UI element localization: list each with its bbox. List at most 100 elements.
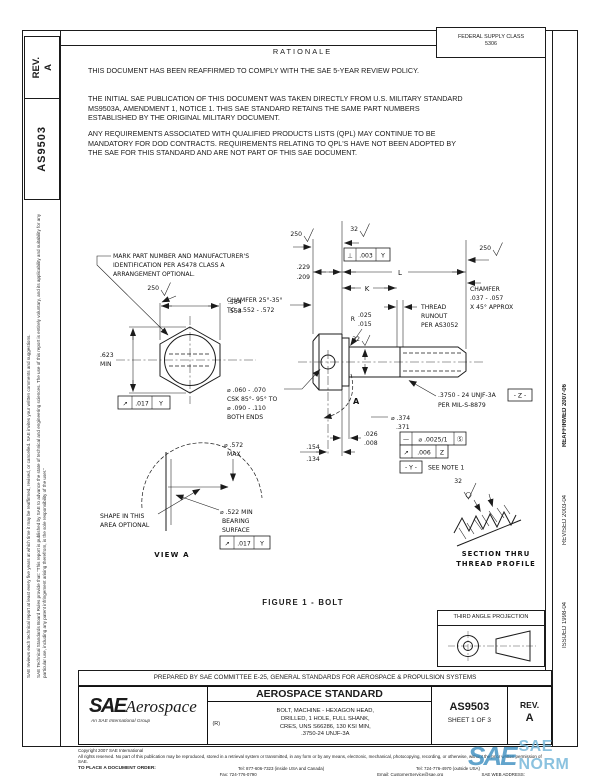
mark-note-line2: IDENTIFICATION PER AS478 CLASS A xyxy=(113,262,225,269)
date-reaffirmed: REAFFIRMED 2007-06 xyxy=(552,368,578,464)
sae-norm-watermark: SAE SAE NORM xyxy=(468,738,600,774)
aerospace-logo: Aerospace xyxy=(125,697,197,716)
sae-logo: SAE xyxy=(89,695,127,717)
sae-logo-cell: SAEAerospace An SAE International Group xyxy=(79,687,209,744)
datum-y-flag: - Y - xyxy=(405,465,417,472)
projection-label: THIRD ANGLE PROJECTION xyxy=(438,611,544,626)
dim-head-hi: .229 xyxy=(296,264,310,271)
bearing-line1: ⌀ .522 MIN xyxy=(220,509,253,516)
front-view: .564 .553 .623 MIN 250 ↗ .017 Y MARK PAR… xyxy=(96,253,256,410)
dim-hole-hi: .154 xyxy=(306,444,320,451)
third-angle-symbol-icon xyxy=(448,630,536,662)
chamfer-end-line1: CHAMFER xyxy=(470,286,501,293)
shape-note-line2: AREA OPTIONAL xyxy=(100,522,150,529)
shape-note-line1: SHAPE IN THIS xyxy=(100,513,144,520)
dia-head-max-mod: MAX xyxy=(227,451,241,458)
radius-lo: .015 xyxy=(358,321,372,328)
finish-250-front: 250 xyxy=(147,285,159,292)
doc-number-cell: AS9503 SHEET 1 OF 3 xyxy=(432,687,509,744)
part-title-line3: CRES, UNS S66286, 130 KSI MIN, xyxy=(279,723,371,730)
web-line: SAE WEB ADDRESS: http://www.sae.org xyxy=(481,772,525,776)
part-title-line4: .3750-24 UNJF-3A xyxy=(301,731,350,738)
see-note-1: SEE NOTE 1 xyxy=(428,465,464,472)
dia-shank-hi: ⌀ .374 xyxy=(391,415,410,422)
revised-text: REVISED 2003-04 xyxy=(562,494,568,546)
dim-washer-hi: .026 xyxy=(364,431,378,438)
rev-value: A xyxy=(42,64,54,71)
dia-head-max: ⌀ .572 xyxy=(224,442,243,449)
fcf-017-value-2: .017 xyxy=(237,541,251,548)
chamfer-head-line1: CHAMFER 25°-35° xyxy=(227,296,283,304)
fax-line: Fax: 724-776-0790 xyxy=(219,772,257,776)
thread-runout-line3: PER AS3052 xyxy=(421,322,458,329)
bottom-fine-print: Copyright 2007 SAE International All rig… xyxy=(78,748,553,776)
copyright-line: Copyright 2007 SAE International xyxy=(78,748,144,753)
runout-symbol-icon-3: ↗ xyxy=(224,541,229,548)
footer-rev-label: REV. xyxy=(520,700,540,710)
datum-z-flag: - Z - xyxy=(514,393,526,400)
rationale-top-border xyxy=(60,45,545,46)
email-line: Email: CustomerService@sae.org xyxy=(377,772,444,776)
watermark-norm-text: SAE NORM xyxy=(518,738,570,773)
rationale-para-1: THIS DOCUMENT HAS BEEN REAFFIRMED TO COM… xyxy=(88,66,419,75)
footer-sheet: SHEET 1 OF 3 xyxy=(447,717,491,724)
rights-line: All rights reserved. No part of this pub… xyxy=(78,753,542,765)
csk-line3: ⌀ .090 - .110 xyxy=(227,405,266,412)
date-revised: REVISED 2003-04 xyxy=(552,476,578,564)
finish-250-head: 250 xyxy=(290,231,302,238)
chamfer-end-line3: X 45° APPROX xyxy=(470,303,513,311)
perpendicularity-symbol-icon: ⊥ xyxy=(347,253,352,260)
runout-symbol-icon-2: ↗ xyxy=(403,450,408,457)
order-label: TO PLACE A DOCUMENT ORDER: xyxy=(78,765,156,771)
thread-spec-line2: PER MIL-S-8879 xyxy=(438,402,486,409)
view-a-detail: ⌀ .572 MAX ⌀ .522 MIN BEARING SURFACE ↗ … xyxy=(100,442,271,559)
chamfer-end-line2: .037 - .057 xyxy=(470,295,503,302)
material-condition-s-icon: Ⓢ xyxy=(457,436,463,444)
dim-across-flats-max: .564 xyxy=(228,299,242,306)
standard-title-cell: AEROSPACE STANDARD (R) BOLT, MACHINE - H… xyxy=(208,687,432,744)
fcf-straightness-value: ⌀ .0025/1 xyxy=(419,437,448,444)
bolt-drawing: .564 .553 .623 MIN 250 ↗ .017 Y MARK PAR… xyxy=(96,221,536,568)
projection-box: THIRD ANGLE PROJECTION xyxy=(437,610,545,667)
rev-box: REV. A xyxy=(24,36,60,99)
straightness-symbol-icon: — xyxy=(403,437,409,444)
dia-shank-lo: .371 xyxy=(396,424,410,431)
section-caption-line1: SECTION THRU xyxy=(462,550,531,558)
figure-caption: FIGURE 1 - BOLT xyxy=(262,598,344,607)
thread-runout-line1: THREAD xyxy=(420,304,447,311)
csk-line4: BOTH ENDS xyxy=(227,414,263,421)
issued-text: ISSUED 1998-04 xyxy=(562,601,568,649)
rationale-para-2: THE INITIAL SAE PUBLICATION OF THIS DOCU… xyxy=(88,94,463,123)
prepared-by-bar: PREPARED BY SAE COMMITTEE E-25, GENERAL … xyxy=(78,670,552,686)
standard-type: AEROSPACE STANDARD xyxy=(208,687,431,702)
sae-tagline: An SAE International Group xyxy=(91,719,151,724)
finish-32-shank: 32 xyxy=(352,336,360,343)
bearing-line3: SURFACE xyxy=(222,527,250,534)
csk-line1: ⌀ .060 - .070 xyxy=(227,387,266,394)
registered-mark: (R) xyxy=(212,720,221,727)
runout-symbol-icon: ↗ xyxy=(122,401,127,408)
rationale-para-3: ANY REQUIREMENTS ASSOCIATED WITH QUALIFI… xyxy=(88,129,456,158)
rev-label: REV. xyxy=(30,56,42,79)
fcf-datum-y: Y xyxy=(158,401,163,408)
fsc-value: 5306 xyxy=(485,41,497,47)
doc-number-box: AS9503 xyxy=(24,98,60,200)
dim-across-flats-min: .553 xyxy=(228,308,242,315)
part-title-line2: DRILLED, 1 HOLE, FULL SHANK, xyxy=(280,715,370,722)
outer-border xyxy=(22,30,578,747)
thread-spec-line1: .3750 - 24 UNJF-3A xyxy=(438,392,497,399)
fcf-datum-y2: Y xyxy=(380,253,385,260)
main-right-border xyxy=(545,30,546,747)
section-caption-line2: THREAD PROFILE xyxy=(456,560,536,568)
view-a-caption: VIEW A xyxy=(154,551,190,559)
mark-note-line1: MARK PART NUMBER AND MANUFACTURER'S xyxy=(113,253,249,260)
rev-cell: REV. A xyxy=(508,687,551,744)
dim-across-corners: .623 xyxy=(100,352,114,359)
fcf-017-value: .017 xyxy=(135,401,149,408)
mark-note-line3: ARRANGEMENT OPTIONAL. xyxy=(113,271,195,278)
fsc-label: FEDERAL SUPPLY CLASS xyxy=(457,34,525,40)
doc-number-vertical: AS9503 xyxy=(36,126,48,172)
rationale-title: RATIONALE xyxy=(272,47,333,56)
date-strip-border xyxy=(552,30,553,747)
dim-grip-K: K xyxy=(365,285,370,293)
